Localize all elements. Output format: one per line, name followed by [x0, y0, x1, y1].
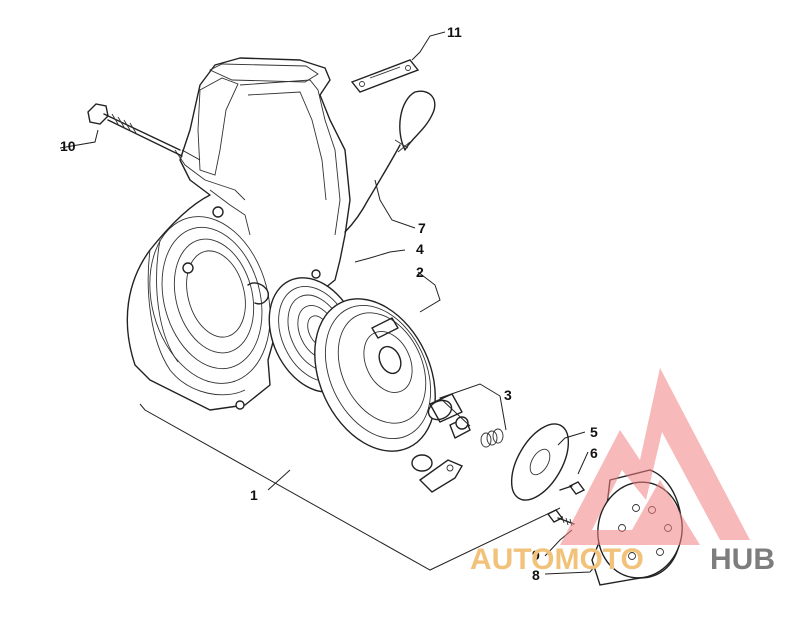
watermark-logo: [560, 368, 750, 545]
long-bolt: [87, 103, 201, 161]
callout-labels: 10 11 7 4 2 3 5 6 9 8 1: [60, 24, 598, 583]
callout-1: 1: [250, 487, 258, 503]
callout-2: 2: [416, 264, 424, 280]
pawl-kit: [411, 393, 504, 493]
callout-4: 4: [416, 241, 424, 257]
callout-6: 6: [590, 445, 598, 461]
rope-reel: [314, 298, 436, 452]
callout-10: 10: [60, 138, 76, 154]
watermark-part2: HUB: [710, 543, 775, 576]
name-plate: [350, 59, 420, 93]
callout-9: 9: [532, 547, 540, 563]
screw-6: [559, 481, 586, 495]
starter-rope: [344, 90, 436, 233]
callout-3: 3: [504, 387, 512, 403]
starter-housing: [126, 57, 351, 411]
leader-lines: [59, 31, 601, 575]
watermark-part1: AUTOMOTO: [470, 543, 644, 576]
callout-8: 8: [532, 567, 540, 583]
callout-7: 7: [418, 220, 426, 236]
watermark-text: AUTOMOTO HUB: [470, 543, 775, 576]
triangle-logo-icon: [560, 368, 750, 545]
callout-5: 5: [590, 424, 598, 440]
washer-plate: [510, 423, 570, 501]
callout-11: 11: [447, 24, 462, 40]
